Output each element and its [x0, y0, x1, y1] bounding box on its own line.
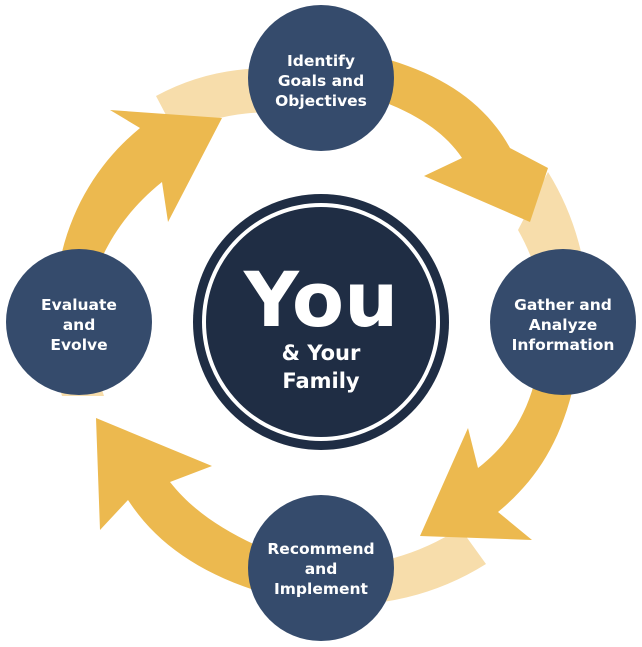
- center-hub-outer-ring: [193, 194, 449, 450]
- step-node-identify-line-1: Identify: [287, 52, 355, 70]
- center-hub-white-ring: [202, 203, 440, 441]
- center-hub-title: You: [243, 255, 398, 344]
- step-node-evaluate: Evaluate and Evolve: [6, 249, 152, 395]
- step-node-identify-line-3: Objectives: [275, 92, 367, 110]
- center-hub: You & Your Family: [193, 194, 449, 450]
- step-node-gather-line-2: Analyze: [529, 316, 597, 334]
- center-hub-subtitle-line-1: & Your: [282, 341, 361, 365]
- step-node-recommend-line-1: Recommend: [267, 540, 374, 558]
- step-node-gather: Gather and Analyze Information: [490, 249, 636, 395]
- cycle-arrows: [62, 60, 572, 590]
- arrow-recommend-to-evaluate: [96, 418, 262, 590]
- step-node-evaluate-line-2: and: [63, 316, 96, 334]
- step-node-gather-line-1: Gather and: [514, 296, 612, 314]
- step-node-evaluate-line-3: Evolve: [50, 336, 107, 354]
- step-node-recommend-circle: [248, 495, 394, 641]
- step-node-gather-line-3: Information: [512, 336, 615, 354]
- arrow-gather-to-recommend: [420, 384, 572, 540]
- step-node-evaluate-line-1: Evaluate: [41, 296, 117, 314]
- step-node-recommend-line-2: and: [305, 560, 338, 578]
- step-node-identify: Identify Goals and Objectives: [248, 5, 394, 151]
- step-node-identify-line-2: Goals and: [278, 72, 364, 90]
- step-node-recommend: Recommend and Implement: [248, 495, 394, 641]
- arrow-identify-to-gather: [384, 60, 548, 222]
- arrow-evaluate-to-identify: [62, 110, 222, 262]
- step-node-gather-circle: [490, 249, 636, 395]
- step-node-evaluate-circle: [6, 249, 152, 395]
- step-node-identify-circle: [248, 5, 394, 151]
- center-hub-subtitle-line-2: Family: [282, 369, 360, 393]
- step-node-recommend-line-3: Implement: [274, 580, 369, 598]
